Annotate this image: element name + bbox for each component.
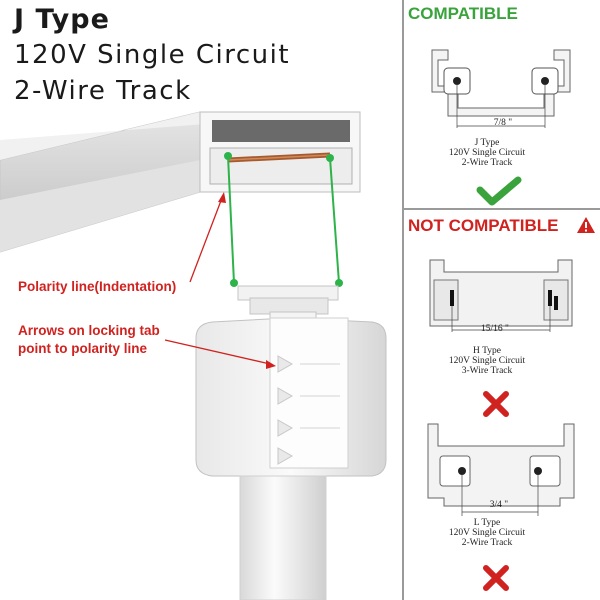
arrows-callout-label-1: Arrows on locking tab (18, 323, 160, 338)
cross-icon-l (483, 565, 509, 591)
arrows-callout-line (164, 339, 271, 365)
product-spec-line: 120V Single Circuit (14, 40, 291, 70)
track-rail (0, 111, 361, 253)
h-track-diagram (429, 259, 573, 332)
cross-icon-h (483, 391, 509, 417)
compatible-label: COMPATIBLE (408, 4, 518, 23)
j-track-name: J Type (474, 138, 500, 148)
polarity-callout-label: Polarity line(Indentation) (18, 279, 177, 294)
j-track-spec2: 2-Wire Track (461, 158, 513, 168)
adapter-stem (239, 475, 327, 600)
panel-divider (404, 208, 600, 210)
h-track-spec1: 120V Single Circuit (448, 356, 526, 366)
j-track-dim: 7/8 " (493, 118, 513, 128)
track-adapter-illustration (0, 111, 387, 600)
polarity-line-right (329, 157, 340, 284)
product-track-line: 2-Wire Track (14, 76, 192, 106)
polarity-callout-line (189, 197, 223, 283)
l-track-spec2: 2-Wire Track (461, 538, 513, 548)
j-track-diagram (431, 49, 571, 128)
not-compatible-label: NOT COMPATIBLE (408, 216, 559, 235)
arrows-callout-label-2: point to polarity line (18, 341, 147, 356)
h-track-dim: 15/16 " (481, 324, 509, 334)
j-track-spec1: 120V Single Circuit (448, 148, 526, 158)
checkmark-icon (476, 176, 522, 206)
warning-icon (577, 217, 595, 233)
l-track-dim: 3/4 " (489, 500, 509, 510)
l-track-name: L Type (473, 518, 501, 528)
h-track-spec2: 3-Wire Track (461, 366, 513, 376)
h-track-name: H Type (473, 346, 501, 356)
l-track-spec1: 120V Single Circuit (448, 528, 526, 538)
adapter-body (195, 317, 387, 477)
compatibility-panel: COMPATIBLE 7/8 " J Type 120V Single Circ… (402, 0, 600, 600)
l-track-diagram (427, 423, 575, 516)
polarity-line-left (227, 155, 235, 284)
product-type-title: J Type (14, 4, 110, 35)
